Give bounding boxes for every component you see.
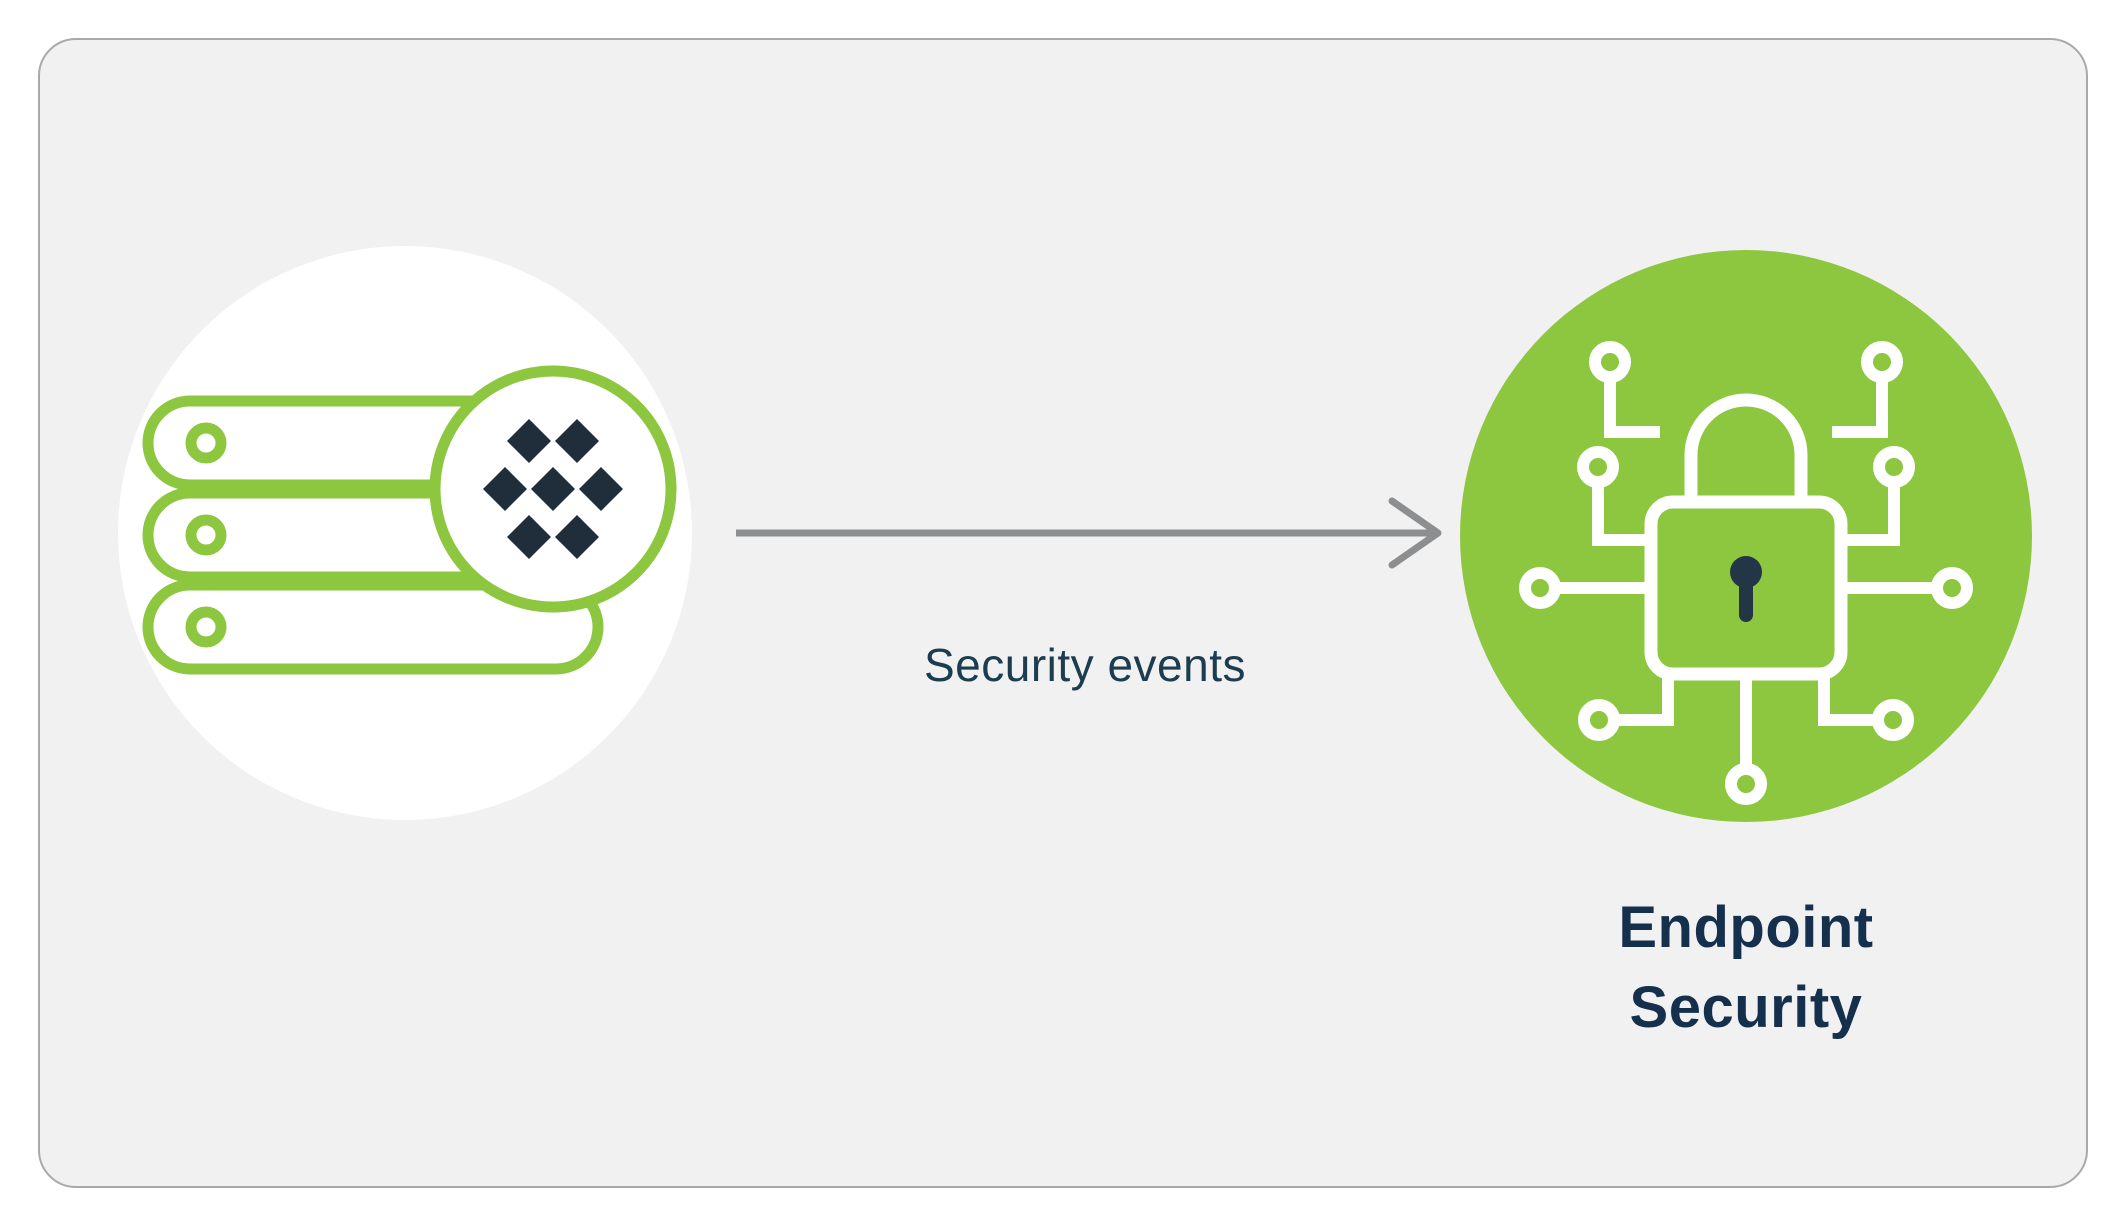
lock-circuit-svg xyxy=(1460,250,2032,822)
diamond-logo-icon xyxy=(483,419,623,559)
server-stack-icon xyxy=(118,246,692,820)
endpoint-security-label: Endpoint Security xyxy=(1460,888,2032,1048)
endpoint-security-icon xyxy=(1460,250,2032,822)
caption-line-2: Security xyxy=(1629,975,1863,1041)
caption-line-1: Endpoint xyxy=(1618,895,1874,960)
lock-shackle xyxy=(1684,393,1808,508)
flow-arrow xyxy=(736,497,1442,569)
keyhole-icon xyxy=(1730,556,1762,622)
flow-label: Security events xyxy=(924,639,1246,691)
arrowhead xyxy=(1388,497,1442,569)
server-stack-svg xyxy=(118,246,692,820)
circuit-traces xyxy=(1519,341,1973,805)
